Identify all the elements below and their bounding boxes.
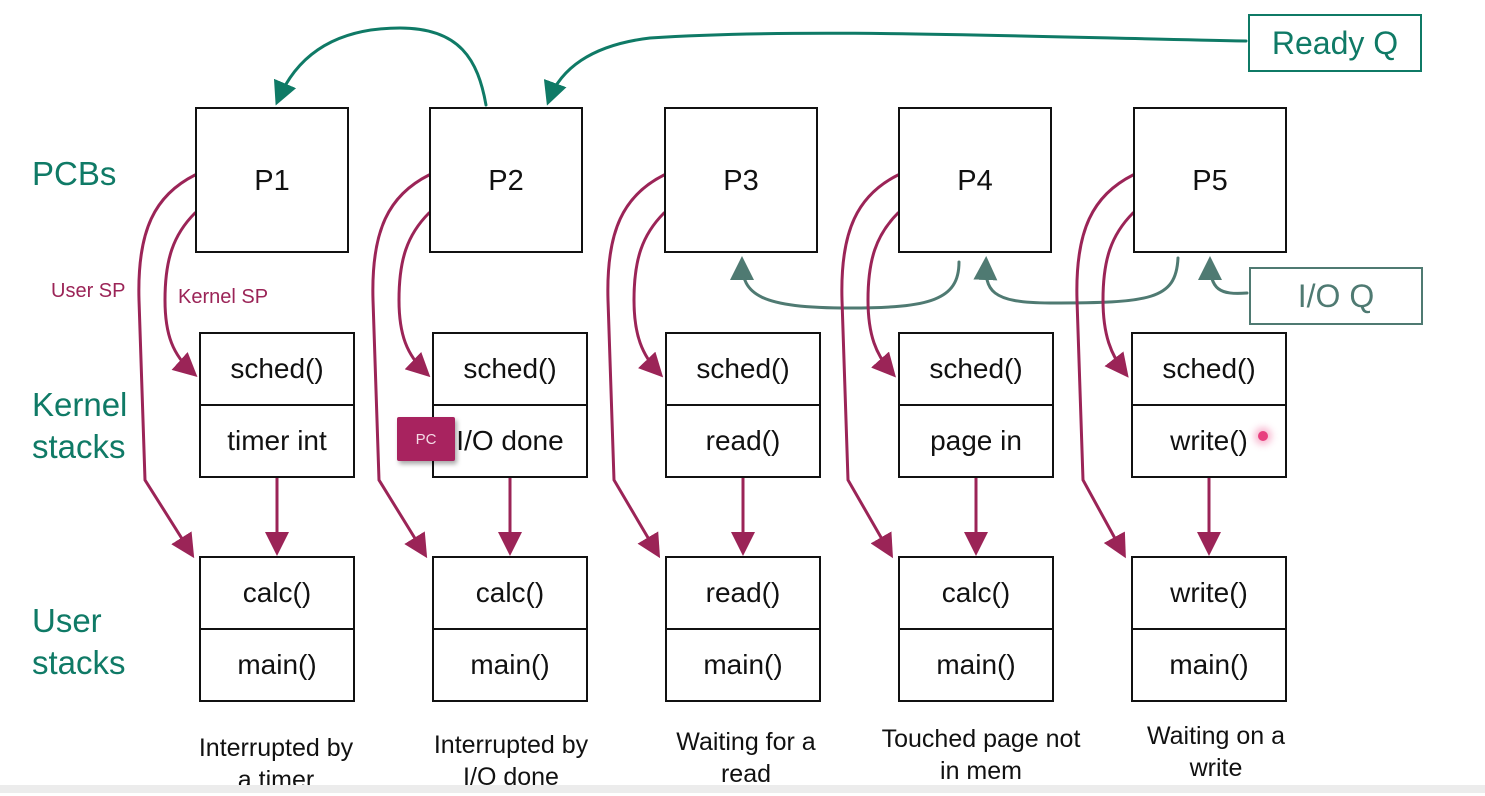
caption-line: read [720, 760, 772, 788]
stack-frame: calc() [941, 577, 1011, 608]
row-label-kernel-stacks: Kernel stacks [32, 384, 127, 468]
caption-line: Touched page not [881, 725, 1081, 753]
io-chain-arrow-p5-to-p4 [973, 256, 1180, 305]
user-stack-p3: read() main() [665, 556, 821, 702]
pcb-label: P3 [723, 165, 759, 197]
io-queue-label: I/O Q [1297, 277, 1375, 314]
caption-line: in mem [940, 757, 1022, 785]
kernel-sp-label: Kernel SP [178, 286, 269, 308]
pcb-label: P4 [957, 165, 993, 197]
ready-queue-label: Ready Q [1271, 24, 1399, 61]
kernel-stack-p4: sched() page in [898, 332, 1054, 478]
laser-pointer-dot [1258, 431, 1268, 441]
stack-frame: I/O done [434, 404, 586, 476]
stack-frame: write() [1133, 404, 1285, 476]
io-queue-arrow-to-p5 [1198, 256, 1249, 295]
user-sp-label: User SP [51, 280, 126, 302]
io-queue: I/O Q [1249, 267, 1423, 325]
row-label-kernel-line1: Kernel [32, 386, 128, 423]
caption-line: Waiting on a [1146, 722, 1286, 750]
caption-p5: Waiting on a write [1096, 720, 1336, 784]
pcb-p4: P4 [898, 107, 1052, 253]
kernel-stack-p5: sched() write() [1131, 332, 1287, 478]
stack-frame: sched() [929, 353, 1023, 384]
ready-queue: Ready Q [1248, 14, 1422, 72]
user-stack-p4: calc() main() [898, 556, 1054, 702]
stack-frame: main() [201, 628, 353, 700]
pcb-p3: P3 [664, 107, 818, 253]
caption-line: Waiting for a [676, 728, 816, 756]
pcb-label: P2 [488, 165, 524, 197]
kernel-sp-arrow-p4 [866, 211, 900, 378]
stack-frame: write() [1170, 577, 1248, 608]
ready-queue-arrow-to-p2 [543, 31, 1248, 106]
bottom-bar [0, 785, 1485, 793]
ready-chain-arrow-p2-to-p1 [274, 26, 488, 107]
pcb-p5: P5 [1133, 107, 1287, 253]
pc-badge-label: PC [415, 430, 437, 448]
pcb-p2: P2 [429, 107, 583, 253]
stack-frame: calc() [475, 577, 545, 608]
pcb-label: P5 [1192, 165, 1228, 197]
stack-frame: read() [705, 577, 781, 608]
caption-p2: Interrupted by I/O done [391, 729, 631, 793]
user-stack-p5: write() main() [1131, 556, 1287, 702]
row-label-user-line1: User [32, 602, 102, 639]
user-sp-arrow-p3 [606, 173, 666, 559]
caption-line: Interrupted by [198, 734, 354, 762]
pcb-label: P1 [254, 165, 290, 197]
stack-frame: calc() [242, 577, 312, 608]
stack-frame: sched() [696, 353, 790, 384]
kernel-sp-arrow-p3 [632, 211, 666, 378]
kernel-stack-p3: sched() read() [665, 332, 821, 478]
caption-line: Interrupted by [433, 731, 589, 759]
kernel-sp-arrow-p5 [1101, 211, 1135, 378]
stack-frame: timer int [201, 404, 353, 476]
stack-frame: sched() [1162, 353, 1256, 384]
caption-p4: Touched page not in mem [861, 723, 1101, 787]
row-label-user-stacks: User stacks [32, 600, 126, 684]
user-sp-arrow-p5 [1075, 173, 1135, 559]
pc-badge: PC [397, 417, 455, 461]
stack-frame: read() [667, 404, 819, 476]
user-sp-arrow-p2 [371, 173, 431, 559]
kernel-sp-arrow-p2 [397, 211, 431, 378]
caption-p3: Waiting for a read [626, 726, 866, 790]
stack-frame: main() [900, 628, 1052, 700]
user-stack-p2: calc() main() [432, 556, 588, 702]
stack-frame: main() [1133, 628, 1285, 700]
stack-frame: sched() [463, 353, 557, 384]
stack-frame: sched() [230, 353, 324, 384]
row-label-kernel-line2: stacks [32, 428, 126, 465]
stack-frame: page in [900, 404, 1052, 476]
kernel-stack-p2: sched() I/O done [432, 332, 588, 478]
stack-frame: main() [434, 628, 586, 700]
user-stack-p1: calc() main() [199, 556, 355, 702]
user-sp-arrow-p4 [840, 173, 900, 559]
pcb-p1: P1 [195, 107, 349, 253]
kernel-stack-p1: sched() timer int [199, 332, 355, 478]
caption-line: write [1189, 754, 1243, 782]
row-label-pcbs: PCBs [32, 155, 117, 192]
kernel-sp-arrow-p1 [163, 211, 198, 378]
stack-frame: main() [667, 628, 819, 700]
row-label-user-line2: stacks [32, 644, 126, 681]
io-chain-arrow-p4-to-p3 [730, 256, 961, 310]
user-sp-arrow-p1 [137, 173, 197, 559]
